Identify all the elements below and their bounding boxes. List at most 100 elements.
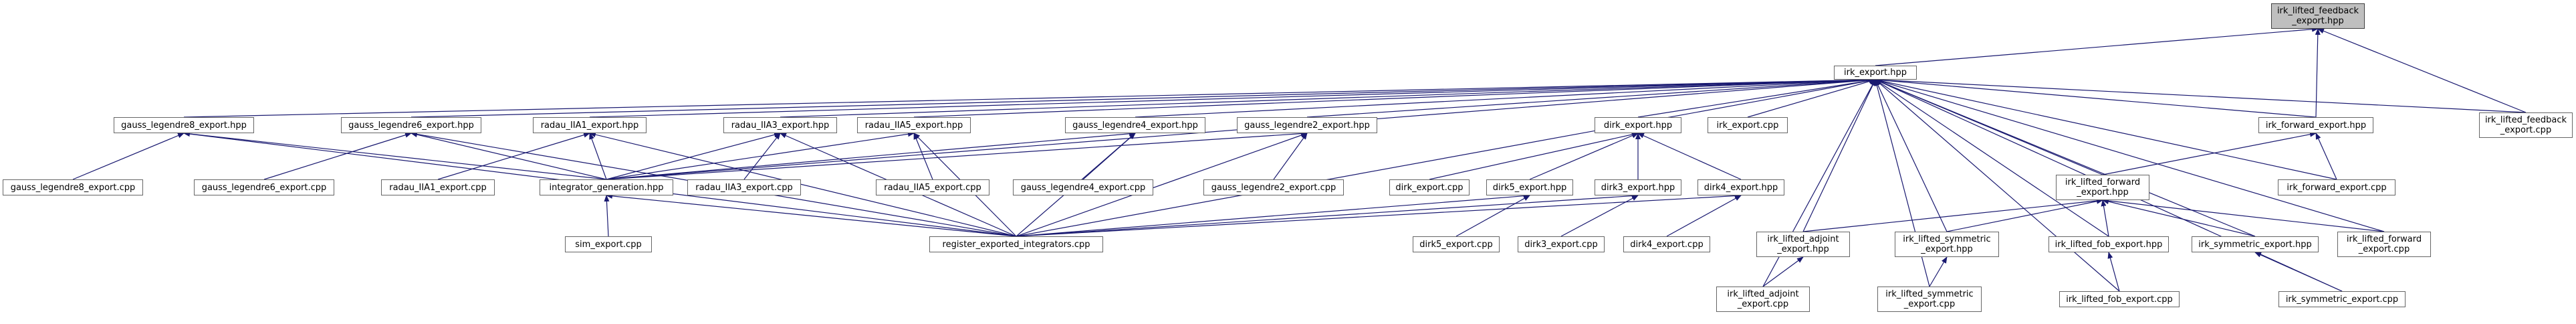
node-irk-lifted-adjoint-export-hpp[interactable]: irk_lifted_adjoint _export.hpp <box>1756 232 1850 257</box>
node-gauss-legendre2-export-hpp[interactable]: gauss_legendre2_export.hpp <box>1237 117 1377 133</box>
edge-irk_lifted_symmetric_export_hpp-to-irk_lifted_forward_export_hpp <box>1946 198 2103 232</box>
node-irk-export-cpp[interactable]: irk_export.cpp <box>1708 117 1788 133</box>
node-dirk-export-cpp[interactable]: dirk_export.cpp <box>1389 179 1470 195</box>
node-irk-lifted-fob-export-hpp[interactable]: irk_lifted_fob_export.hpp <box>2048 236 2169 252</box>
edge-gauss_legendre8_export_cpp-to-gauss_legendre8_export_hpp <box>72 133 185 180</box>
node-irk-lifted-symmetric-export-hpp[interactable]: irk_lifted_symmetric _export.hpp <box>1895 232 1999 257</box>
node-register-exported-integrators-cpp[interactable]: register_exported_integrators.cpp <box>929 236 1103 252</box>
edge-irk_symmetric_export_cpp-to-irk_symmetric_export_hpp <box>2254 252 2343 292</box>
node-radau-IIA5-export-hpp[interactable]: radau_IIA5_export.hpp <box>857 117 971 133</box>
node-gauss-legendre6-export-hpp[interactable]: gauss_legendre6_export.hpp <box>341 117 481 133</box>
node-irk-lifted-forward-export-hpp[interactable]: irk_lifted_forward _export.hpp <box>2056 175 2149 200</box>
node-irk-lifted-feedback-export-hpp[interactable]: irk_lifted_feedback _export.hpp <box>2271 3 2365 29</box>
edge-integrator_generation_hpp-to-gauss_legendre4_export_hpp <box>606 131 1136 180</box>
node-dirk5-export-cpp[interactable]: dirk5_export.cpp <box>1413 236 1500 252</box>
edge-irk_lifted_symmetric_export_cpp-to-irk_lifted_symmetric_export_hpp <box>1929 256 1948 287</box>
edge-register_exported_integrators_cpp-to-dirk4_export_hpp <box>1016 193 1742 237</box>
edge-gauss_legendre6_export_cpp-to-gauss_legendre6_export_hpp <box>263 132 412 180</box>
edge-irk_lifted_symmetric_export_hpp-to-irk_export_hpp <box>1875 79 1948 232</box>
node-dirk4-export-hpp[interactable]: dirk4_export.hpp <box>1697 179 1784 195</box>
edge-integrator_generation_hpp-to-gauss_legendre8_export_hpp <box>183 131 607 180</box>
node-irk-lifted-adjoint-export-cpp[interactable]: irk_lifted_adjoint _export.cpp <box>1716 287 1810 312</box>
node-radau-IIA1-export-hpp[interactable]: radau_IIA1_export.hpp <box>533 117 647 133</box>
node-dirk4-export-cpp[interactable]: dirk4_export.cpp <box>1623 236 1710 252</box>
edge-dirk5_export_cpp-to-dirk5_export_hpp <box>1455 195 1530 237</box>
edge-register_exported_integrators_cpp-to-irk_export_hpp <box>1016 78 1876 237</box>
edge-irk_export_cpp-to-irk_export_hpp <box>1747 78 1876 118</box>
edge-gauss_legendre8_export_hpp-to-irk_export_hpp <box>183 77 1876 118</box>
edge-register_exported_integrators_cpp-to-gauss_legendre2_export_hpp <box>1016 133 1308 237</box>
node-irk-symmetric-export-hpp[interactable]: irk_symmetric_export.hpp <box>2192 236 2319 252</box>
node-dirk-export-hpp[interactable]: dirk_export.hpp <box>1595 117 1681 133</box>
edge-irk_lifted_fob_export_hpp-to-irk_lifted_forward_export_hpp <box>2101 199 2109 237</box>
edge-dirk5_export_hpp-to-dirk_export_hpp <box>1529 133 1639 180</box>
edge-radau_IIA1_export_cpp-to-radau_IIA1_export_hpp <box>437 132 590 180</box>
edge-sim_export_cpp-to-integrator_generation_hpp <box>604 195 610 237</box>
node-irk-lifted-feedback-export-cpp[interactable]: irk_lifted_feedback _export.cpp <box>2479 112 2573 138</box>
edge-irk_lifted_fob_export_cpp-to-irk_export_hpp <box>1875 79 2120 292</box>
edge-register_exported_integrators_cpp-to-dirk3_export_hpp <box>1016 193 1639 237</box>
edge-register_exported_integrators_cpp-to-integrator_generation_hpp <box>606 193 1017 237</box>
edge-dirk_export_cpp-to-dirk_export_hpp <box>1429 132 1639 180</box>
edge-integrator_generation_hpp-to-gauss_legendre6_export_hpp <box>411 132 607 180</box>
edge-radau_IIA5_export_cpp-to-radau_IIA5_export_hpp <box>913 133 933 180</box>
edge-irk_lifted_adjoint_export_cpp-to-irk_lifted_adjoint_export_hpp <box>1762 256 1804 287</box>
node-dirk3-export-hpp[interactable]: dirk3_export.hpp <box>1595 179 1681 195</box>
edge-register_exported_integrators_cpp-to-radau_IIA1_export_hpp <box>589 132 1017 237</box>
node-gauss-legendre8-export-cpp[interactable]: gauss_legendre8_export.cpp <box>3 179 143 195</box>
edge-gauss_legendre2_export_cpp-to-gauss_legendre2_export_hpp <box>1273 133 1308 180</box>
edge-irk_forward_export_cpp-to-irk_export_hpp <box>1875 78 2337 180</box>
node-sim-export-cpp[interactable]: sim_export.cpp <box>565 236 652 252</box>
node-gauss-legendre6-export-cpp[interactable]: gauss_legendre6_export.cpp <box>194 179 334 195</box>
edge-irk_forward_export_hpp-to-irk_export_hpp <box>1875 77 2317 118</box>
node-gauss-legendre4-export-hpp[interactable]: gauss_legendre4_export.hpp <box>1065 117 1205 133</box>
edge-irk_lifted_adjoint_export_hpp-to-irk_lifted_forward_export_hpp <box>1802 197 2103 232</box>
edge-dirk4_export_hpp-to-dirk_export_hpp <box>1637 133 1742 180</box>
edge-radau_IIA5_export_hpp-to-irk_export_hpp <box>913 77 1876 118</box>
node-gauss-legendre8-export-hpp[interactable]: gauss_legendre8_export.hpp <box>114 117 254 133</box>
node-irk-lifted-fob-export-cpp[interactable]: irk_lifted_fob_export.cpp <box>2059 291 2180 307</box>
edge-radau_IIA3_export_hpp-to-irk_export_hpp <box>780 77 1876 118</box>
edge-irk_forward_export_cpp-to-irk_forward_export_hpp <box>2315 133 2337 180</box>
edge-irk_export_hpp-to-root <box>1875 26 2319 66</box>
edge-integrator_generation_hpp-to-gauss_legendre2_export_hpp <box>606 131 1308 180</box>
edge-integrator_generation_hpp-to-radau_IIA5_export_hpp <box>606 131 915 180</box>
edge-irk_symmetric_export_hpp-to-irk_lifted_forward_export_hpp <box>2102 199 2256 237</box>
edge-register_exported_integrators_cpp-to-dirk5_export_hpp <box>1016 193 1530 237</box>
node-gauss-legendre4-export-cpp[interactable]: gauss_legendre4_export.cpp <box>1013 179 1153 195</box>
node-irk-symmetric-export-cpp[interactable]: irk_symmetric_export.cpp <box>2278 291 2406 307</box>
edge-irk_forward_export_hpp-to-root <box>2315 28 2321 118</box>
node-dirk3-export-cpp[interactable]: dirk3_export.cpp <box>1518 236 1605 252</box>
edge-dirk_export_hpp-to-irk_export_hpp <box>1637 78 1876 118</box>
edge-integrator_generation_hpp-to-radau_IIA1_export_hpp <box>589 133 607 180</box>
edge-irk_lifted_fob_export_hpp-to-irk_export_hpp <box>1875 79 2109 237</box>
edge-irk_lifted_fob_export_cpp-to-irk_lifted_fob_export_hpp <box>2107 252 2120 292</box>
edge-irk_symmetric_export_hpp-to-irk_export_hpp <box>1875 79 2256 237</box>
edge-irk_lifted_adjoint_export_hpp-to-irk_export_hpp <box>1802 79 1876 232</box>
edge-irk_lifted_forward_export_cpp-to-irk_lifted_forward_export_hpp <box>2102 198 2385 232</box>
edge-radau_IIA1_export_hpp-to-irk_export_hpp <box>589 77 1876 118</box>
node-irk-forward-export-hpp[interactable]: irk_forward_export.hpp <box>2258 117 2373 133</box>
edge-irk_lifted_forward_export_hpp-to-irk_forward_export_hpp <box>2102 131 2317 175</box>
node-irk-lifted-forward-export-cpp[interactable]: irk_lifted_forward _export.cpp <box>2337 232 2431 257</box>
node-radau-IIA3-export-cpp[interactable]: radau_IIA3_export.cpp <box>687 179 801 195</box>
node-integrator-generation-hpp[interactable]: integrator_generation.hpp <box>540 179 673 195</box>
edge-gauss_legendre4_export_hpp-to-irk_export_hpp <box>1135 77 1876 118</box>
node-dirk5-export-hpp[interactable]: dirk5_export.hpp <box>1486 179 1573 195</box>
edge-irk_lifted_forward_export_cpp-to-irk_export_hpp <box>1875 78 2385 232</box>
edge-gauss_legendre6_export_hpp-to-irk_export_hpp <box>411 77 1876 118</box>
node-irk-export-hpp[interactable]: irk_export.hpp <box>1834 66 1917 80</box>
edge-irk_lifted_feedback_export_cpp-to-root <box>2317 28 2527 113</box>
node-radau-IIA5-export-cpp[interactable]: radau_IIA5_export.cpp <box>876 179 989 195</box>
edge-irk_lifted_feedback_export_cpp-to-irk_export_hpp <box>1875 77 2527 113</box>
node-irk-forward-export-cpp[interactable]: irk_forward_export.cpp <box>2278 179 2395 195</box>
edge-gauss_legendre2_export_hpp-to-irk_export_hpp <box>1306 77 1876 118</box>
node-radau-IIA1-export-cpp[interactable]: radau_IIA1_export.cpp <box>381 179 495 195</box>
node-irk-lifted-symmetric-export-cpp[interactable]: irk_lifted_symmetric _export.cpp <box>1877 287 1982 312</box>
edge-dirk4_export_cpp-to-dirk4_export_hpp <box>1666 195 1742 237</box>
node-radau-IIA3-export-hpp[interactable]: radau_IIA3_export.hpp <box>723 117 837 133</box>
edge-integrator_generation_hpp-to-radau_IIA3_export_hpp <box>606 132 781 180</box>
node-gauss-legendre2-export-cpp[interactable]: gauss_legendre2_export.cpp <box>1203 179 1344 195</box>
